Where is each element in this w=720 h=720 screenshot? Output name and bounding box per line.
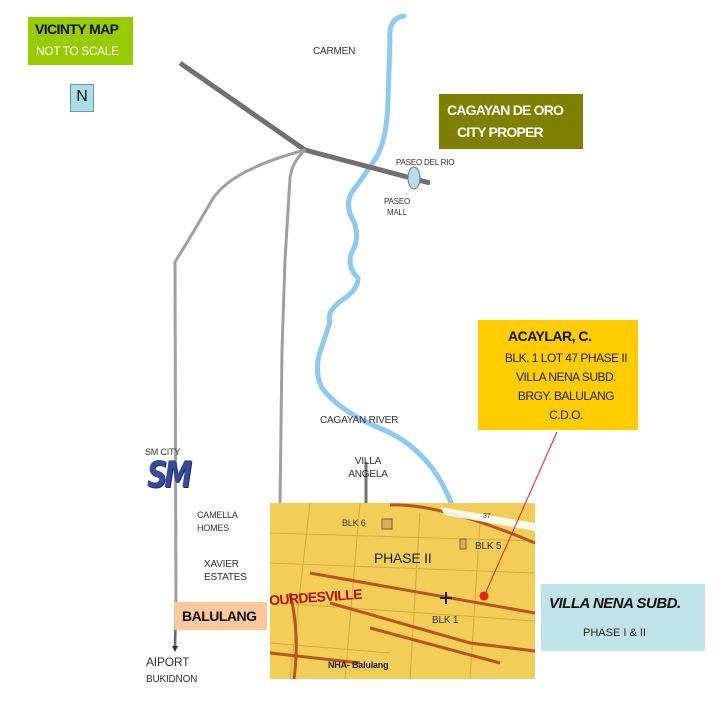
paseo-del-rio-marker bbox=[407, 166, 421, 190]
property-location-marker bbox=[479, 591, 489, 601]
bukidnon-label: BUKIDNON bbox=[146, 674, 198, 685]
sm-logo-icon: SM bbox=[147, 453, 192, 496]
camella-homes-label: CAMELLA HOMES bbox=[197, 509, 238, 535]
villa-angela-label: VILLA ANGELA bbox=[346, 455, 390, 481]
map-subtitle: NOT TO SCALE bbox=[36, 44, 119, 58]
lot-number-label: 37 bbox=[483, 513, 491, 520]
map-title: VICINTY MAP bbox=[35, 21, 119, 37]
airport-road bbox=[173, 148, 306, 648]
blk5-label: BLK 5 bbox=[475, 541, 502, 552]
xavier-estates-label: XAVIER ESTATES bbox=[204, 558, 247, 584]
cagayan-river-label: CAGAYAN RIVER bbox=[320, 415, 399, 426]
blk1-cross-marker bbox=[440, 592, 452, 604]
paseo-mall-label: PASEO MALL bbox=[378, 196, 416, 218]
subdivision-phases: PHASE I & II bbox=[583, 627, 646, 639]
paseo-mall-line1: PASEO bbox=[384, 197, 410, 206]
balulang-box: BALULANG bbox=[175, 602, 267, 630]
villa-angela-line2: ANGELA bbox=[348, 469, 388, 480]
subdivision-inset-map: BLK 6 BLK 5 BLK 1 37 PHASE II OURDESVILL… bbox=[270, 503, 535, 679]
sm-city-label: SM CITY bbox=[145, 447, 181, 457]
secondary-road bbox=[278, 148, 307, 506]
owner-address-line4: C.D.O. bbox=[549, 408, 583, 422]
villa-angela-line1: VILLA bbox=[354, 456, 382, 467]
airport-label: AIPORT bbox=[146, 655, 190, 669]
xavier-line2: ESTATES bbox=[204, 572, 247, 583]
subdivision-name: VILLA NENA SUBD. bbox=[549, 595, 681, 612]
cagayan-river bbox=[314, 13, 455, 508]
blk1-label: BLK 1 bbox=[432, 615, 459, 626]
nha-balulang-label: NHA- Balulang bbox=[328, 660, 389, 670]
cdo-city-proper-box: CAGAYAN DE ORO CITY PROPER bbox=[439, 94, 583, 149]
map-title-box: VICINTY MAP NOT TO SCALE bbox=[28, 17, 133, 65]
north-label: N bbox=[76, 88, 88, 105]
cdo-label-line1: CAGAYAN DE ORO bbox=[447, 102, 564, 118]
main-road bbox=[178, 60, 431, 186]
subdivision-label-box: VILLA NENA SUBD. PHASE I & II bbox=[541, 584, 705, 651]
xavier-line1: XAVIER bbox=[204, 559, 239, 570]
blk6-label: BLK 6 bbox=[342, 518, 366, 528]
balulang-label: BALULANG bbox=[182, 608, 257, 624]
owner-address-line1: BLK. 1 LOT 47 PHASE II bbox=[504, 351, 628, 365]
north-arrow-icon: N bbox=[70, 84, 94, 112]
owner-info-box: ACAYLAR, C. BLK. 1 LOT 47 PHASE II VILLA… bbox=[478, 320, 638, 430]
owner-name: ACAYLAR, C. bbox=[508, 328, 592, 344]
camella-line1: CAMELLA bbox=[197, 510, 238, 520]
phase-label: PHASE II bbox=[374, 550, 432, 566]
paseo-mall-line2: MALL bbox=[386, 208, 408, 217]
inset-houses bbox=[381, 518, 467, 550]
lot-lines bbox=[270, 503, 535, 679]
camella-line2: HOMES bbox=[197, 523, 230, 533]
owner-address-line2: VILLA NENA SUBD. bbox=[515, 370, 617, 384]
airport-arrowhead bbox=[172, 646, 178, 652]
paseo-del-rio-label: PASEO DEL RIO bbox=[396, 158, 455, 167]
carmen-label: CARMEN bbox=[313, 46, 356, 57]
owner-address-line3: BRGY. BALULANG bbox=[517, 389, 615, 403]
cdo-label-line2: CITY PROPER bbox=[457, 124, 544, 140]
